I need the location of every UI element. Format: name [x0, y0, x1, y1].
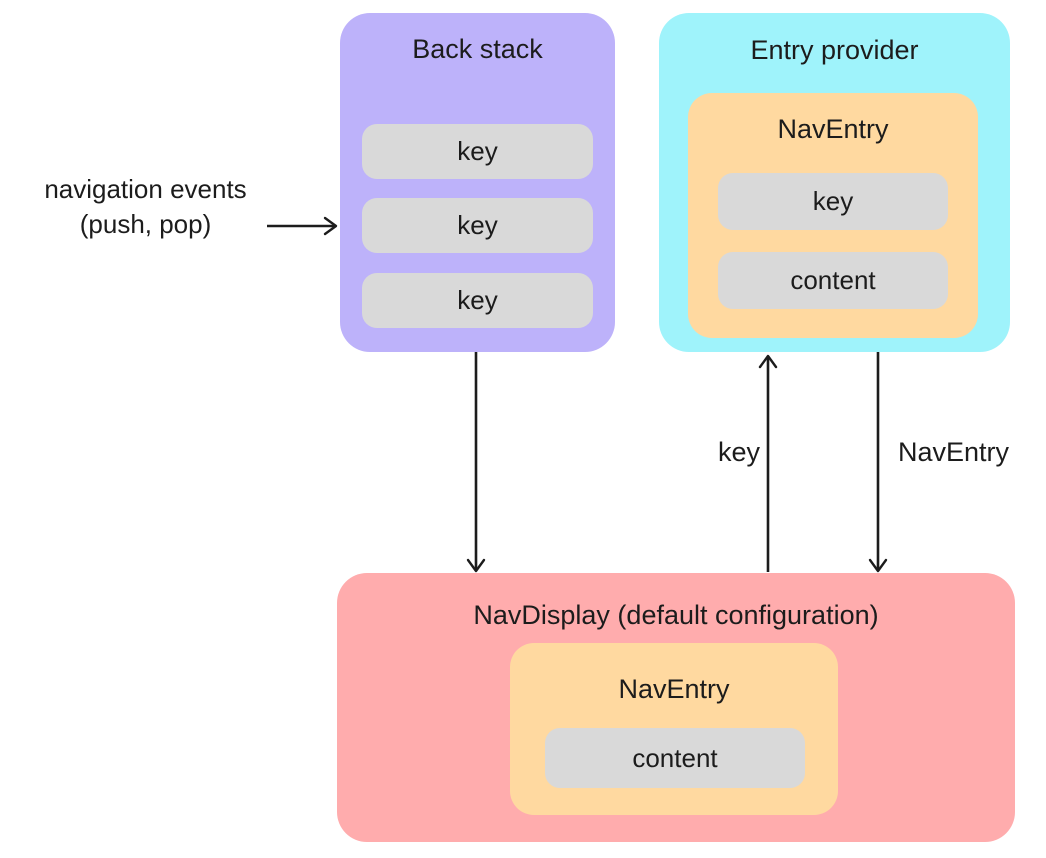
nav-display-naventry-box: NavEntry content: [510, 643, 838, 815]
navigation-events-label: navigation events (push, pop): [8, 172, 283, 242]
entry-provider-naventry-title: NavEntry: [777, 114, 889, 144]
nav-display-naventry-title: NavEntry: [618, 674, 730, 704]
navigation-events-label-line1: navigation events: [44, 174, 247, 204]
back-stack-key-pill: key: [362, 273, 593, 328]
back-stack-key-pill: key: [362, 198, 593, 253]
nav-entry-arrow-label: NavEntry: [898, 437, 1010, 467]
nav-display-box: NavDisplay (default configuration) NavEn…: [337, 573, 1015, 842]
nav-display-title: NavDisplay (default configuration): [473, 600, 879, 630]
entry-provider-box: Entry provider NavEntry key content: [659, 13, 1010, 352]
back-stack-box: Back stack key key key: [340, 13, 615, 352]
key-arrow-label: key: [717, 437, 760, 467]
entry-provider-title: Entry provider: [750, 35, 919, 65]
navigation-events-label-line2: (push, pop): [79, 209, 212, 239]
nav-display-content-pill: content: [545, 728, 805, 788]
back-stack-key-pill: key: [362, 124, 593, 179]
back-stack-title: Back stack: [412, 34, 543, 64]
entry-provider-key-pill: key: [718, 173, 948, 230]
entry-provider-content-pill: content: [718, 252, 948, 309]
entry-provider-naventry-box: NavEntry key content: [688, 93, 978, 338]
